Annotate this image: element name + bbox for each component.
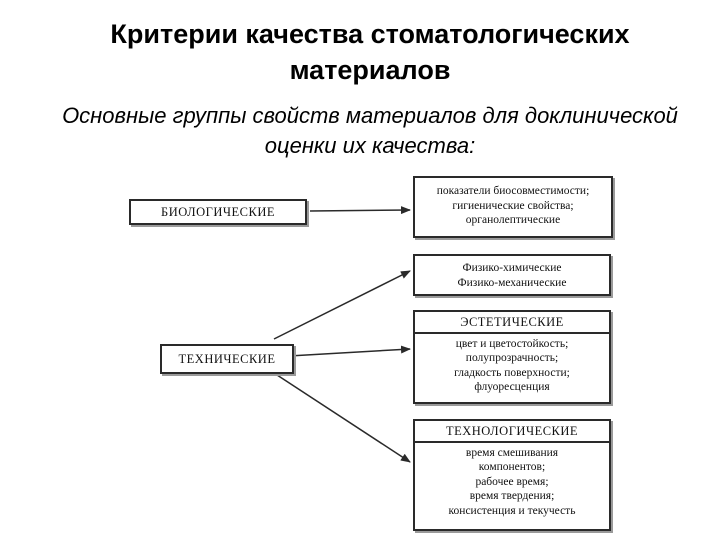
connector-arrows bbox=[273, 206, 411, 463]
category-biological: БИОЛОГИЧЕСКИЕ bbox=[129, 199, 307, 225]
biocompatibility-line: органолептические bbox=[465, 214, 561, 226]
esthetic-line: полупрозрачность; bbox=[465, 352, 559, 364]
technological-line: компонентов; bbox=[478, 461, 546, 473]
category-technical: ТЕХНИЧЕСКИЕ bbox=[160, 344, 294, 374]
biocompatibility-line: гигиенические свойства; bbox=[452, 199, 574, 212]
category-biological-label: БИОЛОГИЧЕСКИЕ bbox=[161, 204, 275, 219]
esthetic-box: ЭСТЕТИЧЕСКИЕ цвет и цветостойкость; полу… bbox=[413, 310, 611, 404]
technological-line: рабочее время; bbox=[475, 475, 549, 488]
slide-subtitle: Основные группы свойств материалов для д… bbox=[62, 103, 678, 158]
esthetic-line: цвет и цветостойкость; bbox=[455, 337, 569, 350]
category-technical-label: ТЕХНИЧЕСКИЕ bbox=[178, 351, 276, 366]
physchem-line: Физико-химические bbox=[462, 262, 562, 274]
technological-header: ТЕХНОЛОГИЧЕСКИЕ bbox=[415, 421, 609, 443]
physchem-line: Физико-механические bbox=[457, 276, 567, 289]
esthetic-header: ЭСТЕТИЧЕСКИЕ bbox=[415, 312, 609, 334]
physchem-box: Физико-химические Физико-механические bbox=[413, 254, 611, 296]
technological-line: консистенция и текучесть bbox=[448, 504, 576, 517]
slide-title: Критерии качества стоматологических мате… bbox=[110, 19, 630, 85]
esthetic-line: гладкость поверхности; bbox=[454, 366, 570, 379]
technological-box: ТЕХНОЛОГИЧЕСКИЕ время смешивания компоне… bbox=[413, 419, 611, 531]
biocompatibility-line: показатели биосовместимости; bbox=[436, 185, 590, 197]
arrow-bio-to-biocompat bbox=[309, 206, 411, 215]
arrow-tech-to-esthetic bbox=[288, 345, 411, 357]
properties-diagram: БИОЛОГИЧЕСКИЕ ТЕХНИЧЕСКИЕ показатели био… bbox=[127, 172, 615, 534]
arrow-tech-to-technologic bbox=[273, 372, 411, 463]
biocompatibility-box: показатели биосовместимости; гигиеническ… bbox=[413, 176, 613, 238]
technological-line: время смешивания bbox=[465, 446, 559, 459]
arrow-tech-to-physchem bbox=[273, 270, 411, 340]
technological-line: время твердения; bbox=[469, 490, 555, 502]
esthetic-line: флуоресценция bbox=[474, 381, 550, 393]
